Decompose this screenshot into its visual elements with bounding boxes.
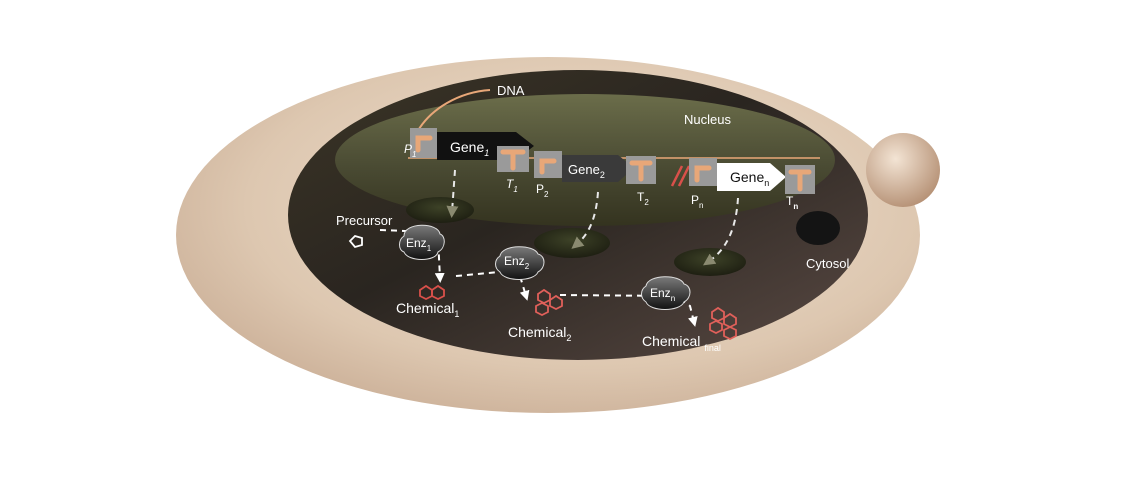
terminator-icon <box>629 160 653 182</box>
cytosol-label: Cytosol <box>806 256 849 271</box>
promoter-arrow-icon <box>539 158 557 175</box>
nuclear-pore <box>406 197 474 223</box>
nuclear-pore <box>534 228 610 258</box>
enzyme-2: Enz2 <box>495 246 545 280</box>
enzyme-label-n: Enzn <box>650 286 675 303</box>
promoter-box <box>534 151 562 178</box>
precursor-label: Precursor <box>336 213 393 228</box>
promoter-label-2: P2 <box>536 182 549 199</box>
promoter-label-1: P1 <box>404 142 416 159</box>
gene-label-2: Gene2 <box>568 162 605 180</box>
terminator-label-2: T2 <box>637 190 649 207</box>
precursor-molecule-icon <box>348 234 363 249</box>
terminator-icon <box>788 169 812 192</box>
promoter-arrow-icon <box>415 135 433 153</box>
gene-label-1: Gene1 <box>450 139 489 158</box>
promoter-box <box>689 158 717 186</box>
enzyme-label-2: Enz2 <box>504 254 530 271</box>
terminator-icon <box>500 149 526 171</box>
promoter-box <box>410 128 437 158</box>
translation-arrow-2 <box>571 191 599 249</box>
chemical-1-molecule-icon <box>419 284 445 301</box>
enzyme-n: Enzn <box>641 276 691 310</box>
nucleus-label: Nucleus <box>684 112 731 127</box>
dna-break-icon <box>670 165 691 187</box>
budding-cell <box>866 133 940 207</box>
nuclear-pore <box>674 248 746 276</box>
gene-cassette-1: Gene1 P1 T1 <box>404 128 534 194</box>
chemical-label-2: Chemical2 <box>508 324 571 343</box>
translation-arrow-n <box>703 197 739 266</box>
gene-cassette-n: Genen Pn Tn <box>689 158 815 211</box>
gene-cassette-2: Gene2 P2 T2 <box>534 151 656 207</box>
translation-arrow-1 <box>446 169 459 218</box>
gene-block-n <box>717 163 786 191</box>
terminator-label-1: T1 <box>506 177 518 194</box>
promoter-arrow-icon <box>694 165 712 183</box>
dna-strand <box>415 89 491 135</box>
chemical-final-molecule-icon <box>709 306 737 341</box>
promoter-label-n: Pn <box>691 193 703 210</box>
gene-block-2 <box>562 155 634 182</box>
gene-label-n: Genen <box>730 169 769 188</box>
enzyme-label-1: Enz1 <box>406 236 432 253</box>
chemical-2-molecule-icon <box>535 288 563 317</box>
enzyme-1: Enz1 <box>399 224 445 260</box>
terminator-label-n: Tn <box>786 194 798 211</box>
dna-label: DNA <box>497 83 525 98</box>
chemical-label-1: Chemical1 <box>396 300 459 319</box>
nuclear-pore <box>796 211 840 245</box>
